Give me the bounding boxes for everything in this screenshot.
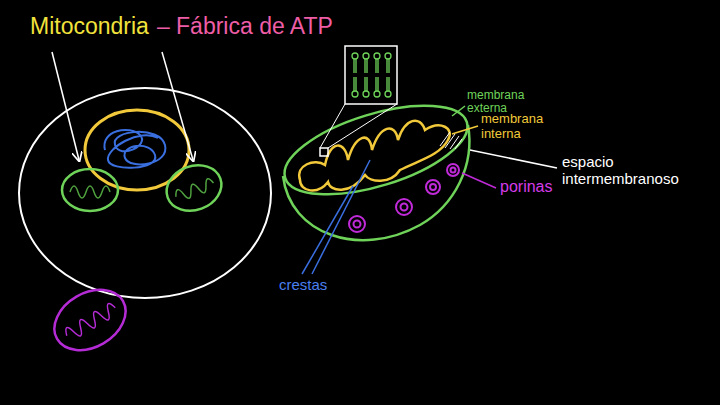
lipid-head — [352, 91, 358, 97]
leader-line — [470, 150, 557, 168]
hatch-line — [445, 134, 455, 148]
leader-line — [452, 106, 465, 116]
porin-pore — [354, 221, 361, 228]
lipid-head — [374, 91, 380, 97]
part-label: crestas — [279, 277, 327, 294]
mitochondrion-small — [62, 169, 118, 211]
outer-membrane-face — [275, 88, 478, 212]
lipid-head — [385, 53, 391, 59]
porin-pore — [451, 168, 456, 173]
part-label: membrana interna — [481, 112, 543, 141]
dna-scribble — [104, 130, 165, 168]
zoom-marker — [320, 148, 328, 156]
hatch-line — [455, 139, 462, 149]
lipid-tails — [354, 77, 389, 91]
cristae-small — [174, 177, 216, 202]
porin — [349, 216, 365, 232]
lipid-tails — [354, 59, 389, 73]
mitochondrion-small — [160, 158, 228, 218]
porin — [447, 164, 459, 176]
leader-line — [462, 173, 496, 188]
leader-line — [302, 186, 353, 274]
lipid-head — [374, 53, 380, 59]
leader-line — [452, 126, 478, 134]
porin — [426, 180, 440, 194]
lipid-head — [363, 91, 369, 97]
pointer-arrow — [52, 52, 79, 160]
part-label: espacio intermembranoso — [562, 154, 679, 188]
inner-membrane — [299, 121, 450, 191]
phospholipid-bilayer — [352, 53, 391, 97]
porin-pore — [430, 184, 436, 190]
nucleus — [85, 110, 189, 190]
lipid-head — [385, 91, 391, 97]
mitochondrion-small-group — [160, 158, 228, 218]
zoom-box — [345, 46, 397, 104]
intermembrane-hatch — [440, 132, 462, 149]
porins — [349, 164, 459, 232]
porin — [396, 199, 412, 215]
leader-line — [312, 160, 370, 274]
subtitle: – Fábrica de ATP — [157, 14, 333, 40]
heading-row: Mitocondria – Fábrica de ATP — [30, 14, 333, 40]
zoom-line — [320, 104, 345, 148]
title: Mitocondria — [30, 14, 149, 40]
cristae-purple — [63, 302, 118, 342]
mitochondrion-purple — [44, 278, 137, 363]
part-label: porinas — [500, 178, 552, 196]
porin-pore — [401, 204, 408, 211]
zoom-line — [328, 104, 397, 148]
pointer-arrow — [162, 52, 193, 160]
hatch-line — [450, 136, 459, 149]
cristae-small — [70, 186, 110, 198]
cell-outline — [19, 88, 271, 298]
lipid-head — [352, 53, 358, 59]
lipid-head — [363, 53, 369, 59]
mitochondrion-purple-group — [44, 278, 137, 363]
